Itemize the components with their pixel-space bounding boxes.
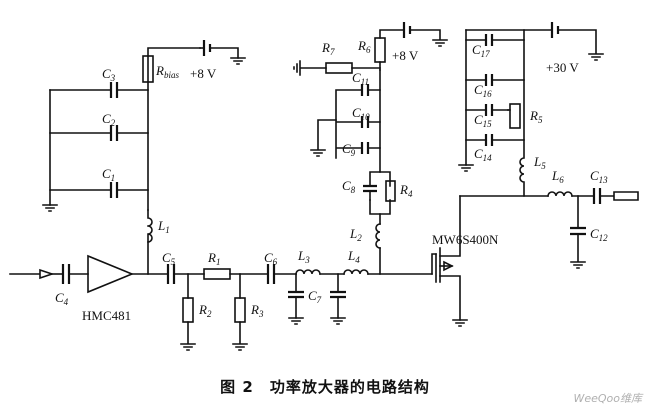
figure-caption: 图 2 功率放大器的电路结构 [220,378,430,396]
label-r2: R2 [198,302,212,319]
label-c6: C6 [264,250,278,267]
label-r4: R4 [399,182,413,199]
label-amplifier: HMC481 [82,308,131,323]
label-c7: C7 [308,288,322,305]
label-l5: L5 [533,154,546,171]
label-l1: L1 [157,218,170,235]
label-c9: C9 [342,141,356,158]
label-transistor: MW6S400N [432,232,499,247]
label-r7: R7 [321,40,335,57]
label-supply-right: +30 V [546,60,579,75]
label-c3: C3 [102,66,116,83]
label-c12: C12 [590,226,608,243]
label-c17: C17 [472,42,490,59]
wiring [9,22,639,351]
label-l2: L2 [349,226,362,243]
label-c4: C4 [55,290,69,307]
label-r6: R6 [357,38,371,55]
label-supply-left: +8 V [190,66,217,81]
label-c1: C1 [102,166,115,183]
label-r1: R1 [207,250,220,267]
label-rbias: Rbias [155,63,179,80]
label-l3: L3 [297,248,310,265]
label-l6: L6 [551,168,564,185]
label-c5: C5 [162,250,176,267]
label-c13: C13 [590,168,608,185]
labels: C3 C2 C1 Rbias +8 V L1 C4 HMC481 C5 R1 R… [55,38,608,323]
watermark: WeeQoo维库 [573,392,642,405]
label-l4: L4 [347,248,360,265]
label-c14: C14 [474,146,492,163]
label-r3: R3 [250,302,264,319]
label-r5: R5 [529,108,543,125]
label-c11: C11 [352,70,369,87]
label-c10: C10 [352,105,370,122]
label-c16: C16 [474,82,492,99]
label-supply-mid: +8 V [392,48,419,63]
label-c8: C8 [342,178,356,195]
label-c2: C2 [102,111,116,128]
label-c15: C15 [474,112,492,129]
